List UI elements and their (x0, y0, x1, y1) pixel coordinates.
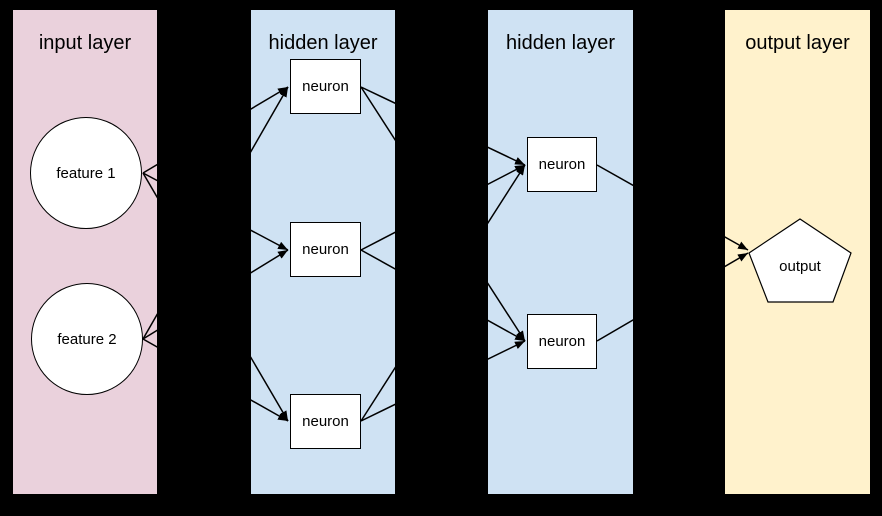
node-output-label: output (779, 258, 821, 275)
node-hidden1-neuron2: neuron (290, 222, 361, 277)
panel-output-layer: output layer (725, 10, 870, 494)
panel-input-layer: input layer (13, 10, 157, 494)
node-feature-1-label: feature 1 (56, 164, 116, 182)
panel-hidden-layer-2: hidden layer (488, 10, 633, 494)
node-hidden2-neuron1: neuron (527, 137, 597, 192)
node-hidden1-neuron1-label: neuron (302, 78, 349, 95)
node-hidden1-neuron1: neuron (290, 59, 361, 114)
panel-title-hidden-layer-2: hidden layer (506, 32, 615, 54)
node-hidden2-neuron2: neuron (527, 314, 597, 369)
node-hidden1-neuron3-label: neuron (302, 413, 349, 430)
node-hidden2-neuron2-label: neuron (538, 333, 586, 350)
node-hidden2-neuron1-label: neuron (538, 156, 586, 173)
panel-title-output-layer: output layer (745, 32, 850, 54)
node-feature-1: feature 1 (30, 117, 142, 229)
panel-title-input-layer: input layer (38, 32, 132, 54)
node-hidden1-neuron2-label: neuron (302, 241, 349, 258)
node-feature-2: feature 2 (31, 283, 143, 395)
panel-title-hidden-layer-1: hidden layer (268, 32, 378, 54)
node-feature-2-label: feature 2 (57, 330, 117, 348)
node-hidden1-neuron3: neuron (290, 394, 361, 449)
